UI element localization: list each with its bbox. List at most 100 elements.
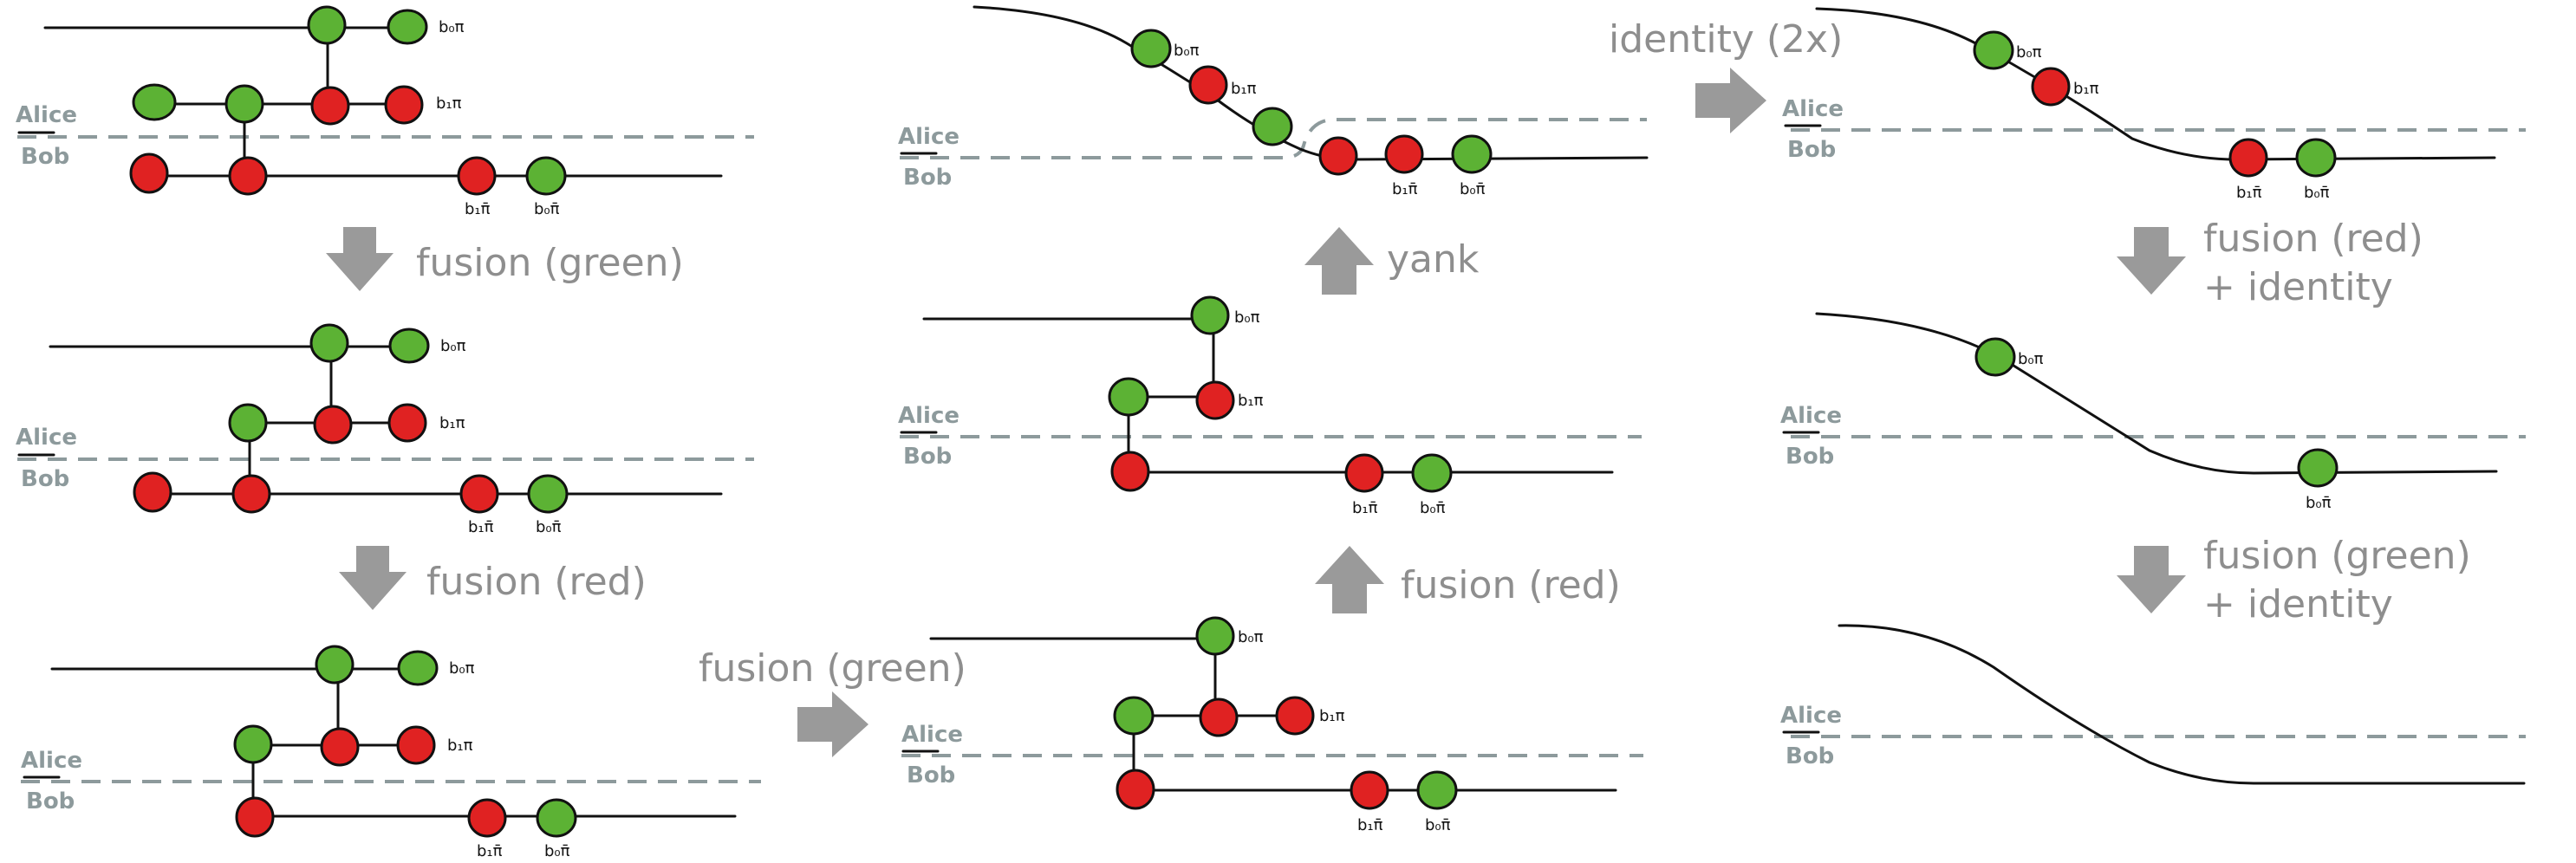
step-label: yank xyxy=(1387,237,1480,282)
red-spider xyxy=(1318,136,1358,176)
red-spider xyxy=(1344,453,1384,493)
diagram-panel-e: Alice Bob b₀π b₁π b₁π̄ b₀π̄ xyxy=(898,295,1642,517)
diagram-panel-a: Alice Bob b₀π b₁π b₁π̄ b₀π̄ xyxy=(16,5,754,218)
up-arrow-icon xyxy=(1304,227,1374,295)
phase-label: b₀π̄ xyxy=(536,518,562,536)
alice-label: Alice xyxy=(1782,96,1844,122)
down-arrow-icon xyxy=(339,546,407,610)
phase-label: b₁π̄ xyxy=(1352,499,1378,517)
phase-label: b₀π xyxy=(1238,628,1264,646)
red-spider xyxy=(1275,696,1315,736)
bob-label: Bob xyxy=(1786,743,1834,769)
green-spider xyxy=(132,83,177,121)
step-fusion-red: fusion (red) xyxy=(339,546,647,610)
red-spider xyxy=(1195,380,1235,420)
red-spider xyxy=(1350,770,1389,810)
phase-label: b₀π xyxy=(449,659,475,678)
green-spider xyxy=(307,5,347,45)
phase-label: b₁π xyxy=(1319,707,1345,725)
green-spider xyxy=(233,724,273,764)
red-spider xyxy=(2031,67,2071,107)
green-spider xyxy=(228,403,268,443)
diagram-panel-f: Alice Bob b₀π b₁π b₁π̄ b₀π̄ xyxy=(898,5,1649,198)
green-spider xyxy=(1113,696,1155,736)
bob-label: Bob xyxy=(907,762,955,788)
phase-label: b₁π̄ xyxy=(468,518,494,536)
step-label: fusion (red) xyxy=(1401,563,1621,607)
red-spider xyxy=(320,727,360,767)
phase-label: b₀π̄ xyxy=(2306,494,2332,512)
alice-label: Alice xyxy=(898,124,959,150)
diagram-panel-i: Alice Bob xyxy=(1780,624,2526,785)
step-label: fusion (red) xyxy=(2203,217,2423,261)
green-spider xyxy=(1130,29,1172,68)
green-spider xyxy=(527,474,569,514)
phase-label: b₀π̄ xyxy=(1420,499,1446,517)
step-label: fusion (red) xyxy=(426,560,647,604)
red-spider xyxy=(129,152,169,194)
phase-label: b₁π̄ xyxy=(1357,816,1383,834)
phase-label: b₀π̄ xyxy=(1425,816,1451,834)
wire xyxy=(1815,7,2496,161)
alice-label: Alice xyxy=(16,425,77,451)
green-spider xyxy=(1416,770,1458,810)
phase-label: b₀π̄ xyxy=(1460,180,1486,198)
red-spider xyxy=(228,156,268,196)
phase-label: b₀π̄ xyxy=(544,842,570,860)
phase-label: b₀π xyxy=(1174,42,1200,60)
red-spider xyxy=(2228,138,2268,178)
phase-label: b₀π xyxy=(440,337,466,355)
phase-label: b₀π xyxy=(2018,350,2044,368)
bob-label: Bob xyxy=(26,788,75,814)
diagram-panel-g: Alice Bob b₀π b₁π b₁π̄ b₀π̄ xyxy=(1782,7,2526,202)
alice-label: Alice xyxy=(901,722,963,748)
green-spider xyxy=(1974,337,2016,377)
green-spider xyxy=(315,645,355,685)
bob-label: Bob xyxy=(1787,137,1836,163)
green-spider xyxy=(388,328,430,364)
bob-label: Bob xyxy=(21,144,69,170)
phase-label: b₁π̄ xyxy=(1392,180,1418,198)
right-arrow-icon xyxy=(1695,68,1766,133)
down-arrow-icon xyxy=(2117,227,2186,295)
red-spider xyxy=(384,85,424,125)
wire xyxy=(1815,312,2498,475)
red-spider xyxy=(313,405,353,444)
green-spider xyxy=(1411,453,1453,493)
red-spider xyxy=(457,156,497,196)
up-arrow-icon xyxy=(1315,546,1384,613)
green-spider xyxy=(387,9,428,45)
green-spider xyxy=(224,84,264,124)
bob-label: Bob xyxy=(21,466,69,492)
red-spider xyxy=(387,403,427,443)
red-spider xyxy=(1110,451,1150,492)
alice-label: Alice xyxy=(21,748,82,774)
right-arrow-icon xyxy=(797,691,868,757)
diagram-panel-h: Alice Bob b₀π b₀π̄ xyxy=(1780,312,2526,512)
bob-label: Bob xyxy=(1786,444,1834,470)
red-spider xyxy=(310,86,350,126)
step-fusion-green-identity: fusion (green) + identity xyxy=(2117,534,2471,626)
step-label: + identity xyxy=(2203,582,2393,626)
diagram-panel-b: Alice Bob b₀π b₁π b₁π̄ b₀π̄ xyxy=(16,323,754,536)
phase-label: b₁π xyxy=(2073,80,2099,98)
green-spider xyxy=(309,323,349,363)
step-identity-2x: identity (2x) xyxy=(1609,17,1843,133)
step-label: fusion (green) xyxy=(2203,534,2471,578)
step-fusion-green: fusion (green) xyxy=(326,227,684,291)
phase-label: b₁π xyxy=(436,94,462,113)
down-arrow-icon xyxy=(2117,546,2186,613)
green-spider xyxy=(1195,616,1235,656)
phase-label: b₁π̄ xyxy=(477,842,503,860)
green-spider xyxy=(1190,295,1230,335)
green-spider xyxy=(1973,30,2014,70)
green-spider xyxy=(397,650,439,686)
green-spider xyxy=(1252,107,1293,146)
green-spider xyxy=(2297,448,2339,488)
red-spider xyxy=(231,474,271,514)
alice-bob-divider xyxy=(900,118,1647,159)
phase-label: b₀π̄ xyxy=(534,200,560,218)
phase-label: b₁π xyxy=(1238,392,1264,410)
red-spider xyxy=(459,474,499,514)
